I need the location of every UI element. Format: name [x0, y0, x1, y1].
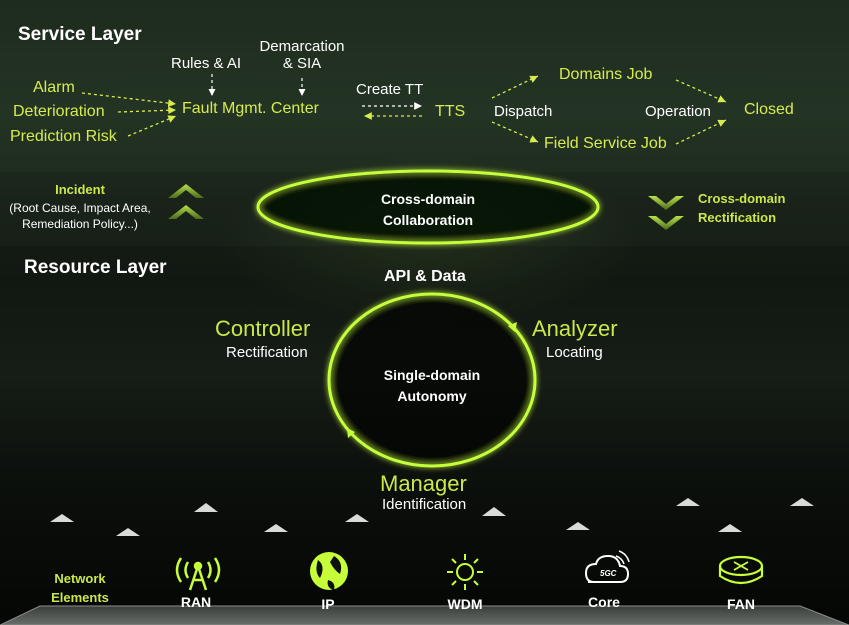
- core-5gc-text: 5GC: [600, 569, 617, 578]
- terrain-peaks: [50, 498, 814, 536]
- cross-domain-ring: [256, 169, 600, 245]
- single-domain-autonomy: Single-domain Autonomy: [383, 367, 481, 404]
- cross-domain-rectification: Cross-domain Rectification: [698, 191, 786, 225]
- closed-label: Closed: [744, 101, 794, 118]
- network-elements-label: Network Elements: [51, 571, 109, 605]
- incident-up-chevrons: [168, 184, 204, 219]
- globe-icon: [310, 552, 348, 590]
- fault-mgmt-center: Fault Mgmt. Center: [182, 100, 319, 117]
- sun-icon: [447, 554, 483, 590]
- analyzer-sub: Locating: [546, 344, 603, 361]
- rules-ai-label: Rules & AI: [171, 55, 242, 72]
- antenna-icon: [175, 557, 221, 591]
- controller-label: Controller: [215, 316, 311, 341]
- api-data-label: API & Data: [384, 268, 466, 285]
- manager-sub: Identification: [382, 496, 467, 513]
- operation-label: Operation: [645, 103, 711, 120]
- ne-ran: RAN: [180, 594, 212, 610]
- ne-core: Core: [588, 594, 620, 610]
- dispatch-label: Dispatch: [494, 103, 553, 120]
- cloud-5gc-icon: [584, 550, 630, 583]
- tts-label: TTS: [435, 103, 466, 120]
- demarcation-label: Demarcation & SIA: [259, 38, 345, 72]
- controller-sub: Rectification: [226, 344, 308, 361]
- ne-wdm: WDM: [447, 596, 483, 612]
- dispatch-arrows: [491, 75, 727, 145]
- rectification-down-chevrons: [648, 196, 684, 230]
- ne-fan: FAN: [727, 596, 755, 612]
- domains-job-label: Domains Job: [559, 66, 653, 83]
- service-layer-band: [0, 0, 849, 172]
- router-icon: [718, 555, 764, 585]
- floor-platform: [0, 605, 849, 625]
- top-arrows: [208, 74, 306, 96]
- cross-domain-collaboration: Cross-domain Collaboration: [380, 191, 476, 228]
- create-tt-label: Create TT: [356, 81, 424, 98]
- input-prediction-risk: Prediction Risk: [10, 128, 117, 145]
- incident-block: Incident (Root Cause, Impact Area, Remed…: [9, 182, 151, 231]
- analyzer-label: Analyzer: [532, 316, 618, 341]
- field-service-job-label: Field Service Job: [544, 135, 667, 152]
- service-layer-title: Service Layer: [18, 24, 142, 45]
- resource-layer-title: Resource Layer: [24, 257, 167, 278]
- input-arrows: [81, 92, 177, 137]
- ne-ip: IP: [321, 596, 335, 612]
- input-alarm: Alarm: [33, 79, 75, 96]
- single-domain-ring: [327, 292, 537, 468]
- input-deterioration: Deterioration: [13, 103, 105, 120]
- manager-label: Manager: [380, 471, 467, 496]
